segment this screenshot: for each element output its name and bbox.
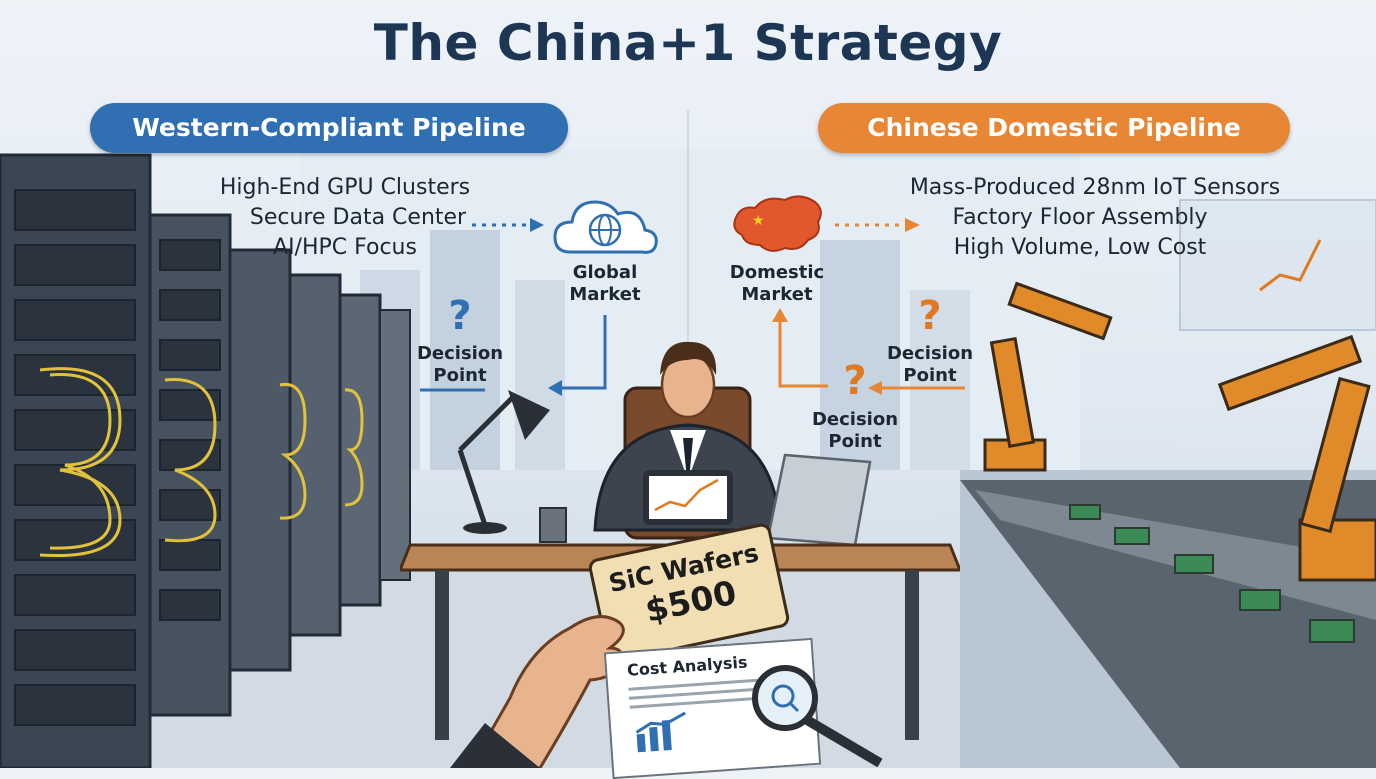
- page-title: The China+1 Strategy: [373, 14, 1003, 72]
- svg-text:★: ★: [752, 213, 765, 229]
- hand-illustration: [450, 615, 625, 768]
- global-market-label: Global Market: [569, 262, 641, 305]
- western-feature-focus: AI/HPC Focus: [273, 235, 417, 260]
- chinese-feature-assembly: Factory Floor Assembly: [952, 205, 1208, 230]
- cloud-globe-icon: [553, 200, 658, 254]
- magnifier-icon: [752, 665, 883, 768]
- cost-analysis-report: Cost Analysis: [603, 637, 822, 779]
- western-decision-label: Decision Point: [416, 343, 504, 386]
- chinese-decision-question-icon: ?: [918, 293, 942, 339]
- western-decision-question-icon: ?: [448, 293, 472, 339]
- chinese-flow-arrows: [772, 218, 965, 395]
- western-pipeline-label: Western-Compliant Pipeline: [90, 103, 568, 153]
- center-decision-question-icon: ?: [843, 358, 867, 404]
- chinese-decision-label: Decision Point: [886, 343, 974, 386]
- robot-arm-icon: [983, 281, 1376, 582]
- domestic-market-label: Domestic Market: [729, 262, 825, 305]
- western-feature-datacenter: Secure Data Center: [249, 205, 467, 230]
- chinese-feature-sensors: Mass-Produced 28nm IoT Sensors: [909, 175, 1281, 200]
- chinese-feature-volume: High Volume, Low Cost: [953, 235, 1207, 260]
- western-flow-arrows: [420, 218, 607, 396]
- chinese-pipeline-label: Chinese Domestic Pipeline: [818, 103, 1290, 153]
- tablet-chart-icon: [643, 470, 733, 525]
- desk-lamp-icon: [457, 390, 550, 534]
- western-feature-gpu: High-End GPU Clusters: [219, 175, 471, 200]
- report-chart-icon: [635, 711, 686, 753]
- center-decision-label: Decision Point: [811, 409, 899, 452]
- center-divider: [687, 110, 689, 390]
- china-map-icon: ★: [733, 195, 822, 252]
